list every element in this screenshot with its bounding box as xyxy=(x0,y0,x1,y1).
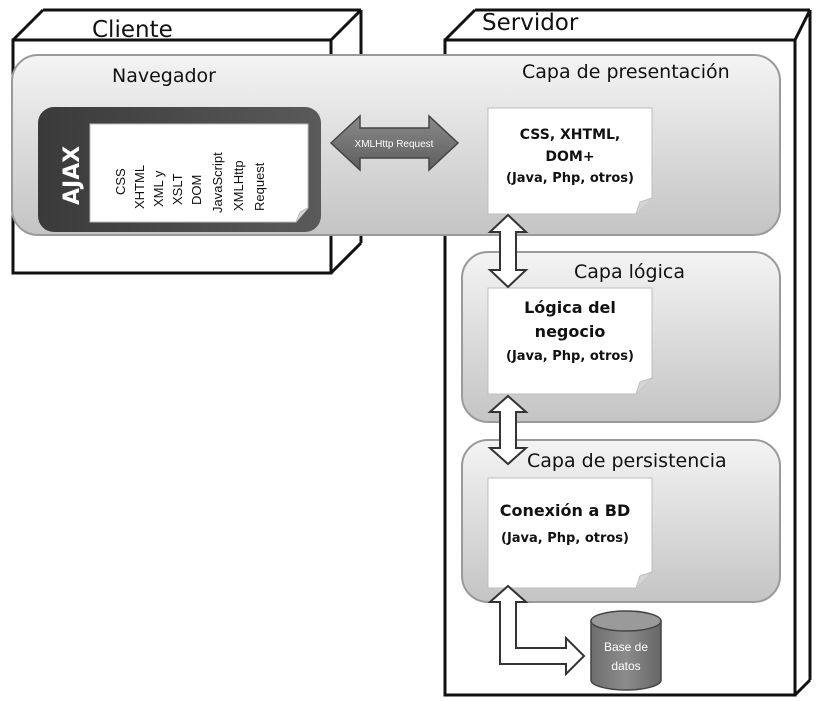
ajax-item: XSLT xyxy=(170,173,185,205)
ajax-note-fold xyxy=(295,207,309,223)
persistence-note-fold xyxy=(635,571,653,589)
ajax-item: DOM xyxy=(189,175,204,205)
database-label-line2: datos xyxy=(611,659,640,673)
ajax-item: JavaScript xyxy=(210,152,225,213)
persistence-database-arrow xyxy=(487,584,586,677)
ajax-label: AJAX xyxy=(60,146,85,205)
database-label-line1: Base de xyxy=(604,640,648,654)
logic-note-line1: Lógica del xyxy=(524,298,616,317)
logic-note-line3: (Java, Php, otros) xyxy=(506,349,634,364)
presentation-note-line1: CSS, XHTML, xyxy=(520,127,621,143)
server-box xyxy=(443,8,812,697)
presentation-note-fold xyxy=(635,197,653,215)
presentation-layer-label: Capa de presentación xyxy=(522,61,730,83)
browser-label: Navegador xyxy=(112,65,216,87)
ajax-item: Request xyxy=(252,162,267,211)
logic-persistence-double-arrow xyxy=(487,394,529,466)
ajax-item: XHTML xyxy=(132,165,147,209)
database-icon xyxy=(590,610,662,691)
server-title: Servidor xyxy=(482,10,579,36)
ajax-item: XMLHttp xyxy=(231,160,246,211)
ajax-item: CSS xyxy=(113,168,128,195)
xmlhttp-double-arrow xyxy=(329,114,460,172)
ajax-item: XML y xyxy=(151,170,166,207)
presentation-note-line3: (Java, Php, otros) xyxy=(506,171,634,186)
client-title: Cliente xyxy=(92,17,173,43)
logic-note-line2: negocio xyxy=(535,322,606,341)
logic-note-fold xyxy=(635,377,653,395)
persistence-layer-label: Capa de persistencia xyxy=(527,450,727,472)
presentation-note-line2: DOM+ xyxy=(545,149,594,165)
persistence-note-line2: (Java, Php, otros) xyxy=(501,531,629,546)
persistence-note-line1: Conexión a BD xyxy=(500,501,631,520)
logic-layer-label: Capa lógica xyxy=(574,261,685,283)
connector-label: XMLHttp Request xyxy=(355,139,434,150)
presentation-logic-double-arrow xyxy=(487,213,529,289)
